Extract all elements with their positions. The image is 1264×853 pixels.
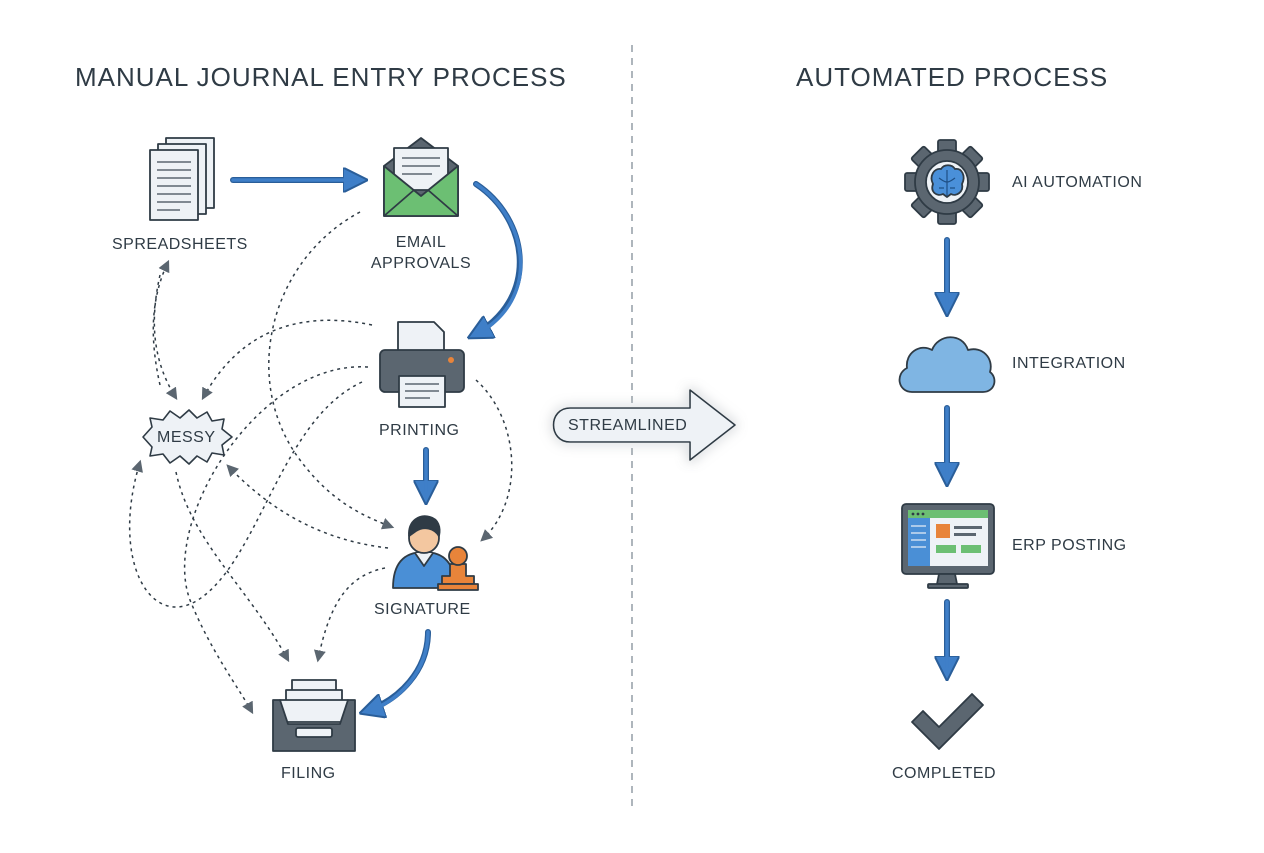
streamlined-arrow — [552, 389, 736, 461]
envelope-icon — [383, 137, 459, 217]
streamlined-label: STREAMLINED — [568, 417, 688, 434]
messy-connections — [128, 211, 513, 715]
gear-brain-icon — [904, 139, 990, 225]
filing-tray-icon — [272, 679, 356, 752]
completed-label: COMPLETED — [892, 765, 997, 782]
filing-label: FILING — [281, 765, 336, 782]
printer-icon — [379, 321, 465, 408]
ai-automation-label: AI AUTOMATION — [1012, 174, 1143, 191]
checkmark-icon — [911, 693, 984, 750]
manual-process-title: MANUAL JOURNAL ENTRY PROCESS — [75, 62, 567, 92]
erp-posting-label: ERP POSTING — [1012, 537, 1127, 554]
monitor-erp-icon — [901, 503, 995, 589]
spreadsheets-label: SPREADSHEETS — [112, 236, 248, 253]
spreadsheets-icon — [149, 137, 215, 221]
person-with-stamp-icon — [392, 515, 479, 591]
email-label-line2: APPROVALS — [370, 255, 472, 272]
email-label-line1: EMAIL — [395, 234, 447, 251]
cloud-icon — [898, 336, 996, 393]
automated-process-title: AUTOMATED PROCESS — [796, 62, 1109, 92]
integration-label: INTEGRATION — [1012, 355, 1126, 372]
printing-label: PRINTING — [379, 422, 460, 439]
email-approvals-label: EMAIL APPROVALS — [366, 232, 476, 274]
messy-label: MESSY — [157, 429, 216, 446]
signature-label: SIGNATURE — [374, 601, 471, 618]
messy-burst-badge — [142, 409, 233, 465]
